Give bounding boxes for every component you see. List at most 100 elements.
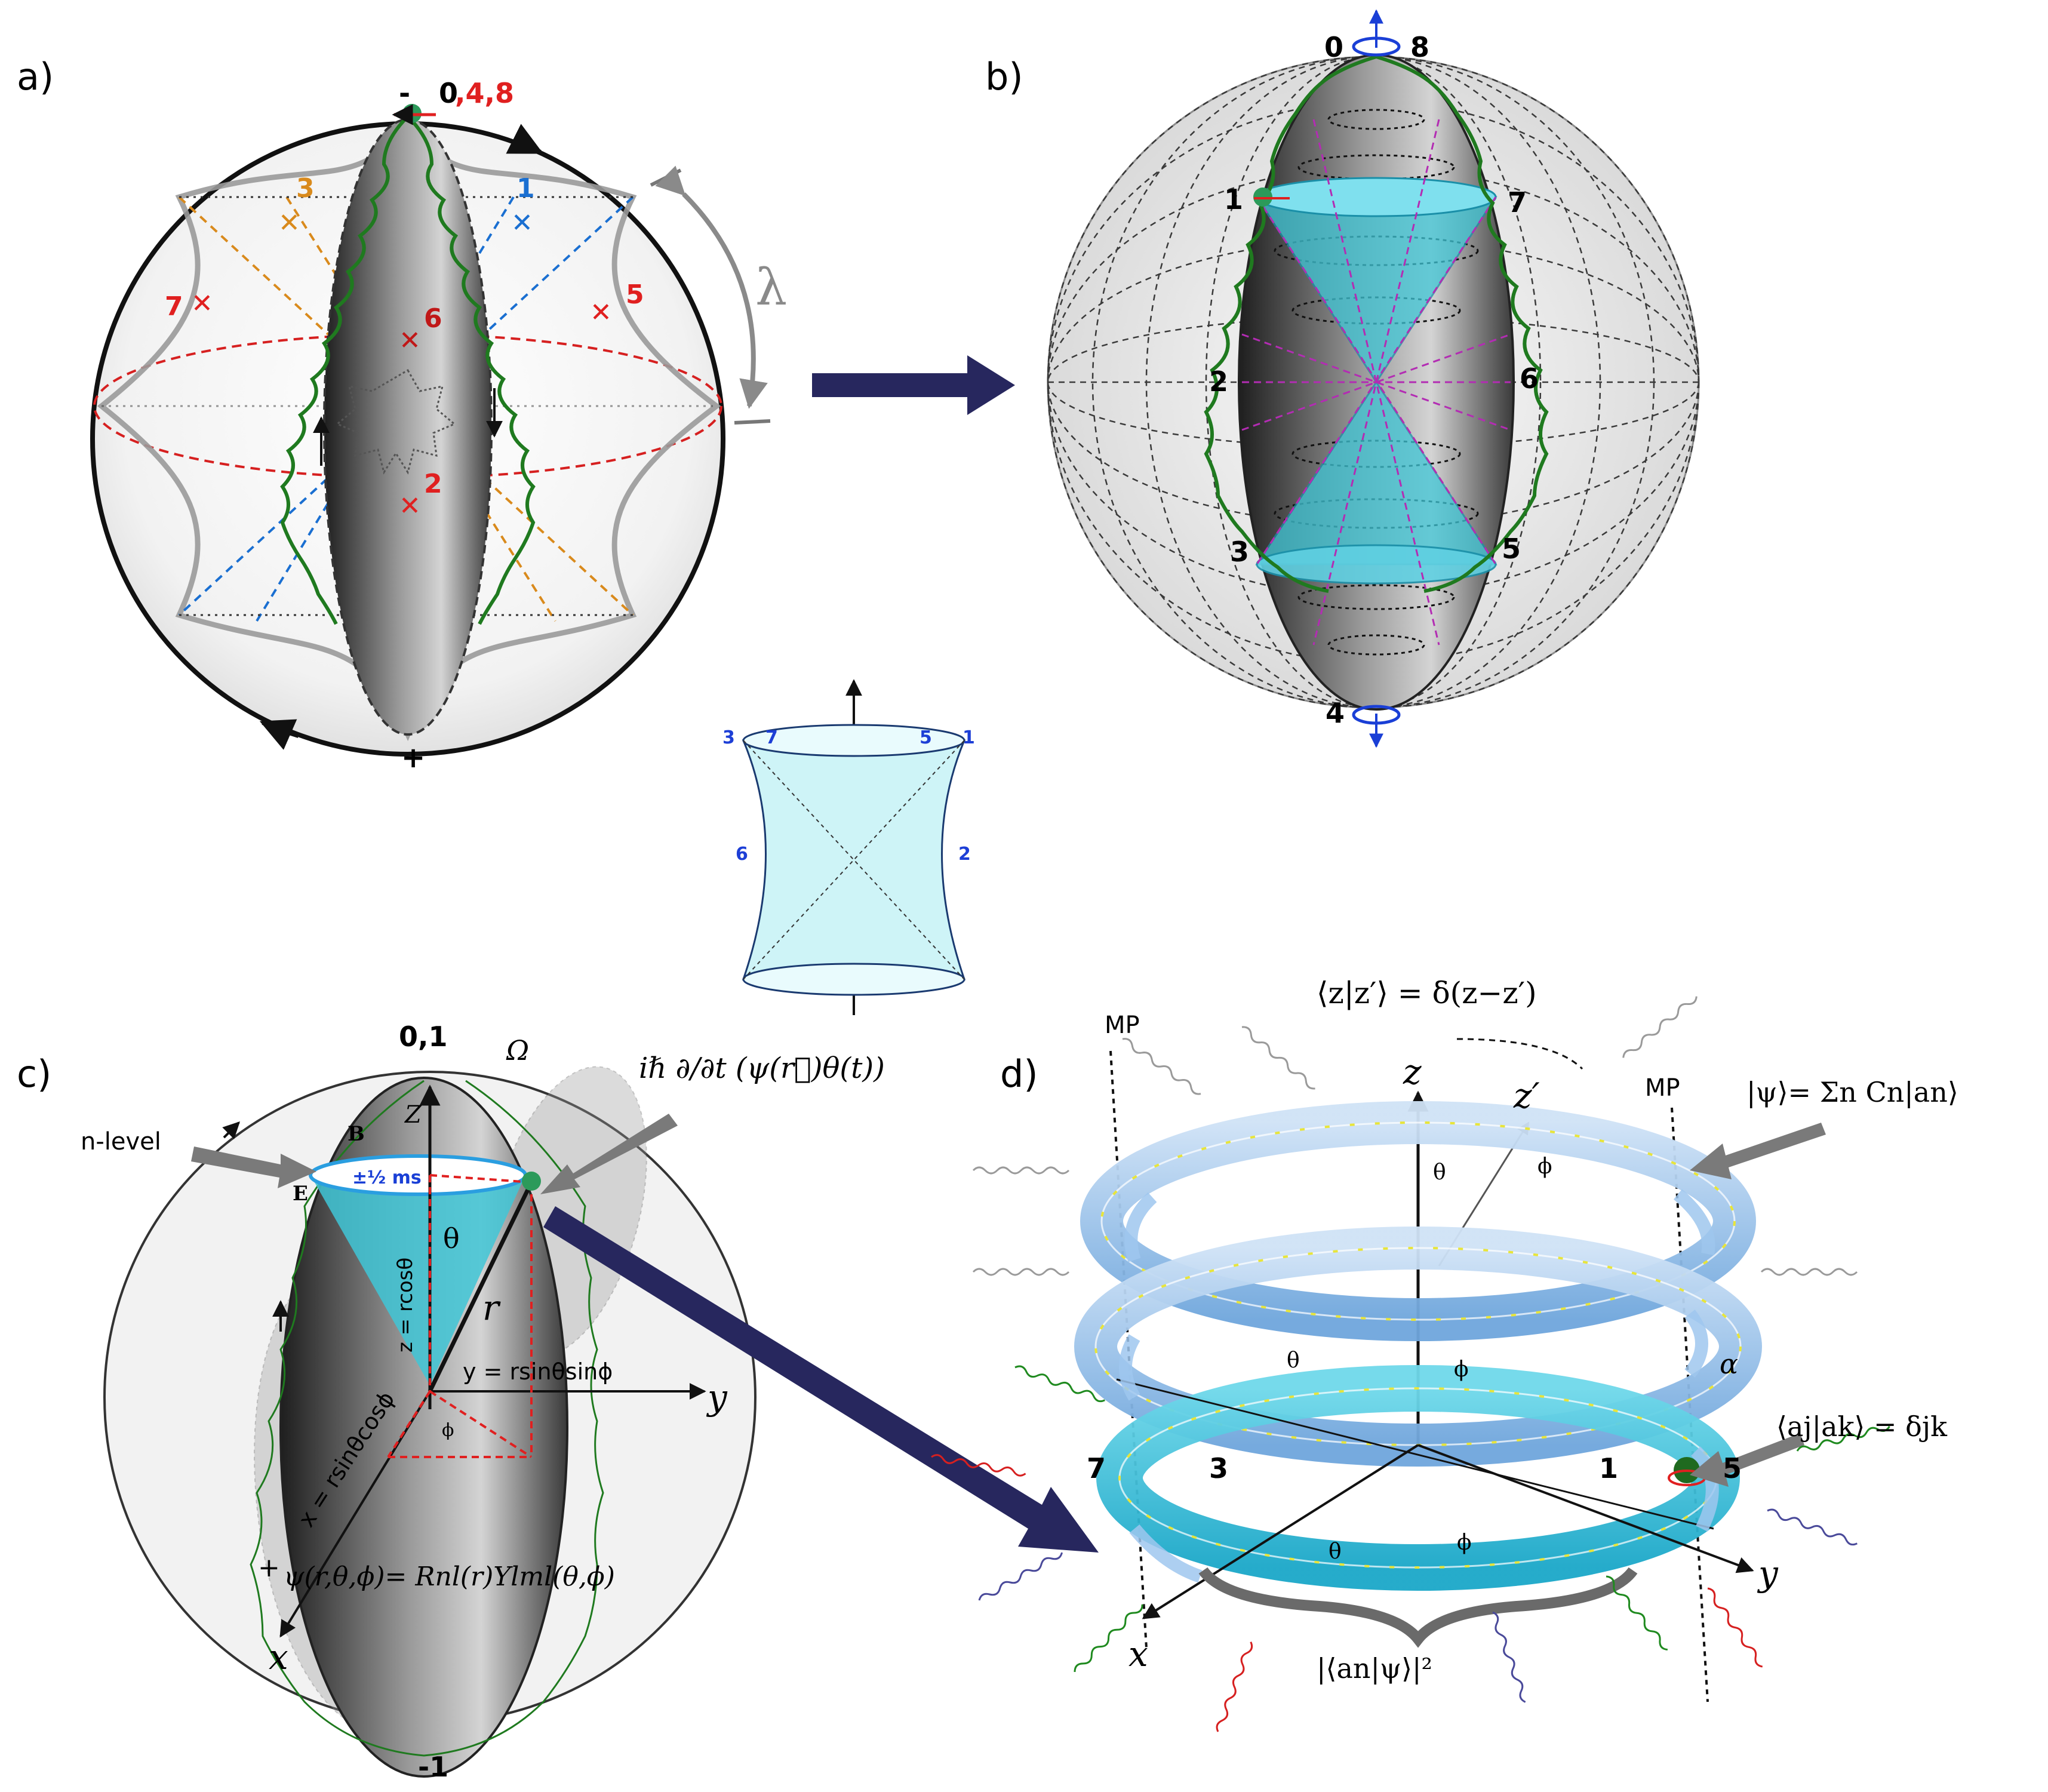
top-zero-label: 0 [439, 77, 458, 109]
e-level-label: E [293, 1182, 308, 1206]
d-diag-line [1116, 1378, 1714, 1530]
inset-num-5: 5 [920, 727, 932, 748]
green-wave-right [406, 115, 536, 625]
psi-arrow [1690, 1123, 1826, 1179]
ortho-label: ⟨aj|ak⟩ = δjk [1776, 1410, 1948, 1443]
d-num-1: 1 [1599, 1452, 1618, 1484]
delta-arc [1456, 1038, 1583, 1070]
nlevel-label: n-level [81, 1128, 161, 1155]
svg-text:✕: ✕ [590, 297, 612, 328]
svg-text:5: 5 [626, 279, 644, 310]
b-num-7: 7 [1508, 186, 1527, 219]
d-zprime-label: z′ [1513, 1075, 1540, 1116]
green-wave-left [280, 115, 410, 625]
c-y-axis-label: y [706, 1377, 728, 1418]
top-rotation-ring [1352, 36, 1401, 57]
panel-a: a) - 0 ,4,8 + [17, 55, 787, 774]
zeq-label: z = rcosθ [393, 1258, 417, 1353]
d-theta-top: θ [1433, 1160, 1446, 1185]
c-phi-label: ϕ [442, 1420, 454, 1441]
lambda-arc-arrow [655, 165, 768, 409]
flow-arrows [1119, 1189, 1719, 1583]
marker-6: ✕ 6 [399, 303, 442, 356]
torus-top [1080, 1101, 1756, 1341]
top-red-label: ,4,8 [455, 77, 514, 109]
omega-label: Ω [506, 1034, 529, 1066]
top-minus-label: - [399, 77, 410, 109]
svg-text:7: 7 [165, 291, 183, 322]
cyan-top-disc [1256, 177, 1497, 217]
photon-waves [931, 996, 1890, 1732]
d-z-label: z [1403, 1052, 1422, 1092]
svg-text:6: 6 [424, 303, 442, 334]
d-num-3: 3 [1209, 1452, 1228, 1484]
yeq-label: y = rsinθsinϕ [463, 1358, 613, 1385]
marker-2: ✕ 2 [399, 469, 442, 521]
delta-label: ⟨z|z′⟩ = δ(z−z′) [1317, 976, 1537, 1010]
arrow-c-to-d [543, 1206, 1099, 1553]
svg-text:1: 1 [516, 173, 535, 204]
c-r-label: r [482, 1287, 501, 1328]
d-phi-mid: ϕ [1454, 1357, 1469, 1382]
c-top-label: 0,1 [399, 1021, 448, 1053]
panel-c-label: c) [17, 1052, 51, 1096]
schrod-label: iℏ ∂/∂t (ψ(r⃗)θ(t)) [639, 1052, 885, 1085]
bottom-plus-label: + [401, 741, 425, 774]
svg-text:✕: ✕ [511, 208, 533, 238]
d-phi-bottom: ϕ [1457, 1530, 1472, 1555]
b-num-4: 4 [1326, 697, 1345, 729]
lambda-tick-top [650, 168, 682, 187]
psi-label: |ψ⟩= Σn Cn|an⟩ [1746, 1076, 1958, 1108]
spin-label: ±½ ms [352, 1167, 422, 1188]
lambda-tick-bottom [734, 419, 771, 425]
cyan-bottom-disc [1256, 544, 1497, 585]
panel-d: d) [931, 976, 1958, 1732]
marker-5: ✕ 5 [590, 279, 644, 328]
b-num-1: 1 [1224, 183, 1243, 216]
panel-c: c) [17, 1021, 885, 1783]
svg-text:✕: ✕ [278, 208, 300, 238]
bottom-rotation-ring [1352, 705, 1401, 725]
rim-arrow-bottom [259, 719, 300, 750]
mp-right-label: MP [1645, 1074, 1680, 1102]
d-num-5: 5 [1723, 1452, 1742, 1484]
c-rim-arrow-top [222, 1121, 240, 1139]
c-bottom-label: -1 [418, 1751, 448, 1783]
ortho-arrow [1690, 1433, 1804, 1487]
arrow-a-to-b [812, 355, 1015, 415]
marker-1: ✕ 1 [511, 173, 535, 238]
b-num-3: 3 [1230, 536, 1249, 568]
state-dot-c [522, 1172, 541, 1191]
schrod-arrow [540, 1114, 678, 1194]
svg-text:✕: ✕ [399, 491, 421, 521]
d-theta-mid: θ [1287, 1348, 1300, 1373]
d-y-axis [1417, 1444, 1754, 1573]
b-num-0: 0 [1324, 31, 1343, 63]
spindle-a [323, 118, 493, 736]
panel-a-label: a) [17, 55, 54, 99]
green-wave-b-right [1376, 55, 1549, 593]
inset-hourglass: 3 7 5 1 6 2 [722, 679, 975, 1015]
b-num-8: 8 [1410, 31, 1429, 63]
inset-body [742, 739, 966, 980]
c-z-label: Z [404, 1101, 422, 1129]
d-x-axis-label: x [1128, 1634, 1148, 1674]
svg-text:3: 3 [296, 173, 315, 204]
inset-num-3: 3 [722, 727, 735, 748]
prob-label: |⟨an|ψ⟩|² [1317, 1652, 1432, 1685]
inset-num-1: 1 [963, 727, 975, 748]
panel-d-label: d) [1000, 1052, 1038, 1096]
marker-7: ✕ 7 [165, 288, 213, 322]
magenta-lines [1241, 119, 1511, 646]
rim-arrow-top [506, 124, 544, 155]
inset-num-2: 2 [958, 844, 971, 865]
c-plus-label: + [258, 1553, 280, 1583]
nlevel-arrow [191, 1146, 316, 1188]
svg-text:✕: ✕ [191, 288, 213, 319]
inset-num-6: 6 [736, 844, 748, 865]
marker-3: ✕ 3 [278, 173, 315, 238]
svg-text:✕: ✕ [399, 325, 421, 356]
prob-brace [1198, 1567, 1638, 1648]
d-num-7: 7 [1087, 1452, 1106, 1484]
